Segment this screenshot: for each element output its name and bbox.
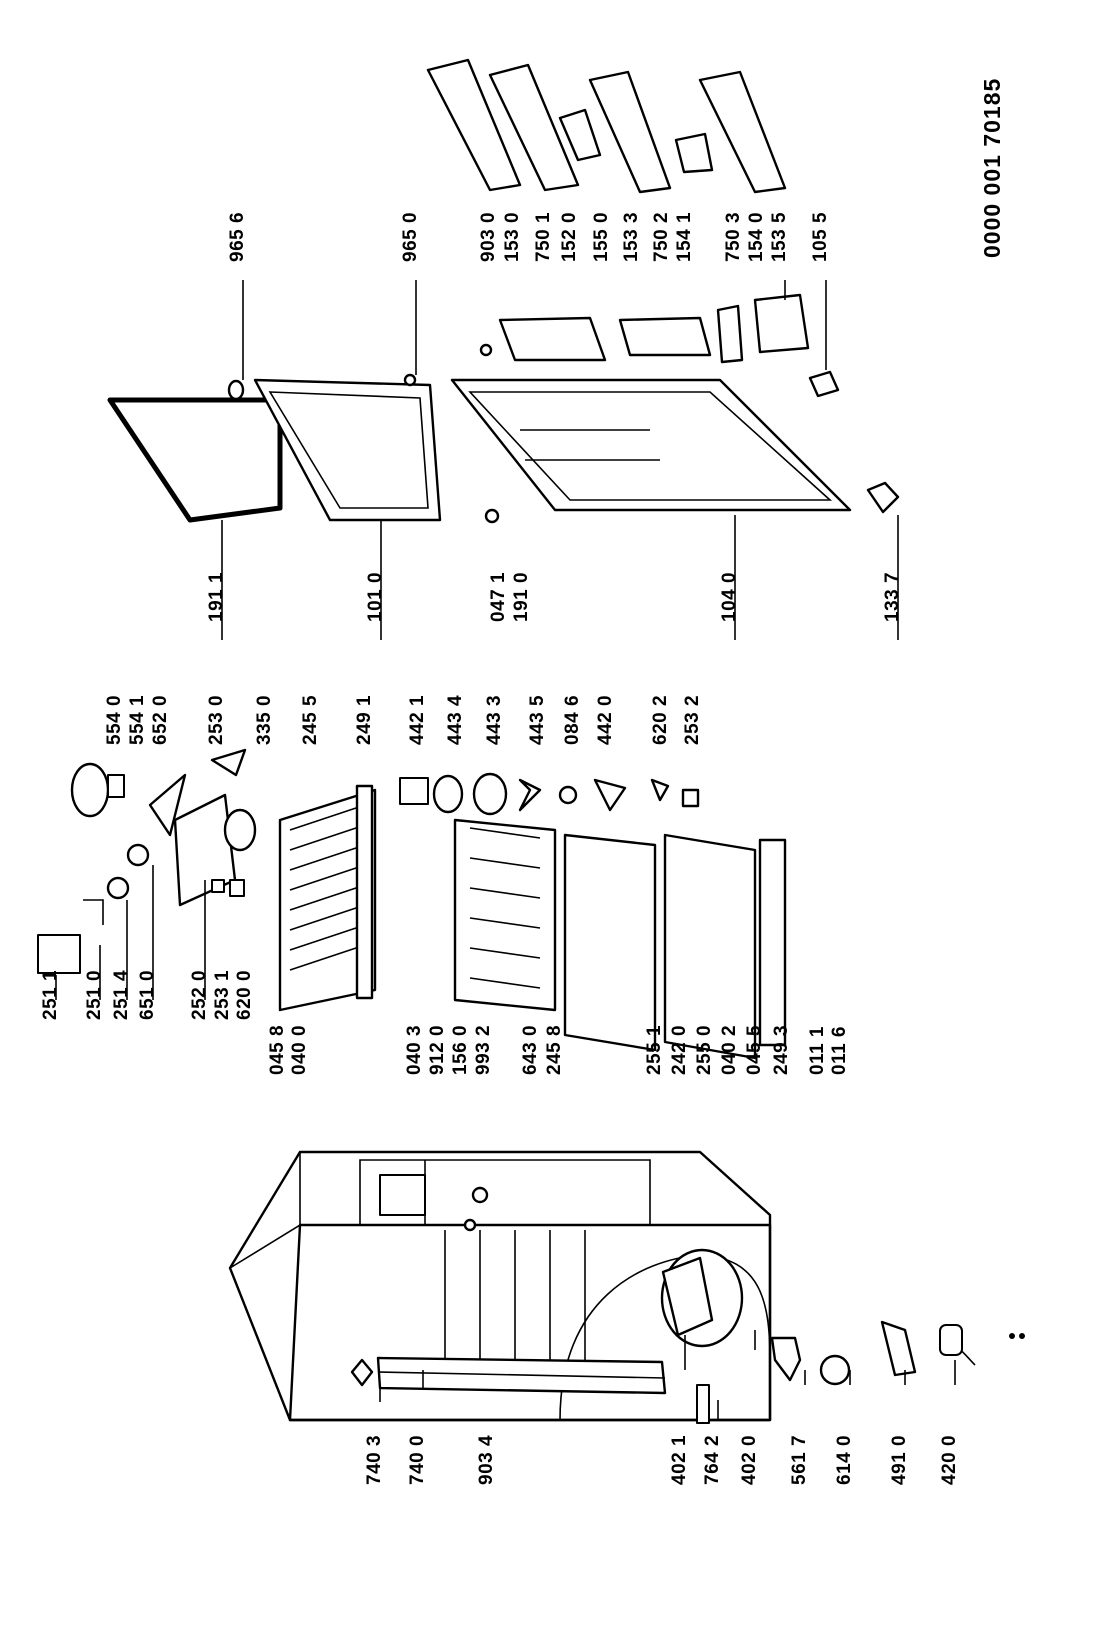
callout-label: 251 0 xyxy=(84,970,105,1020)
callout-label: 040 3 xyxy=(404,1025,425,1075)
callout-label: 443 4 xyxy=(445,695,466,745)
door-bins-drawing xyxy=(227,58,840,401)
callout-label: 643 0 xyxy=(520,1025,541,1075)
callout-label: 252 0 xyxy=(189,970,210,1020)
callout-label: 154 0 xyxy=(746,212,767,262)
callout-label: 965 6 xyxy=(227,212,248,262)
callout-label: 491 0 xyxy=(889,1435,910,1485)
callout-label: 554 1 xyxy=(127,695,148,745)
callout-label: 442 1 xyxy=(407,695,428,745)
callout-label: 912 0 xyxy=(427,1025,448,1075)
callout-label: 993 2 xyxy=(473,1025,494,1075)
document-code: 0000 001 70185 xyxy=(979,78,1005,258)
compressor-drawing xyxy=(660,1248,1025,1424)
callout-label: 750 3 xyxy=(723,212,744,262)
callout-label: 156 0 xyxy=(450,1025,471,1075)
callout-label: 750 2 xyxy=(651,212,672,262)
callout-label: 245 8 xyxy=(544,1025,565,1075)
callout-label: 620 2 xyxy=(650,695,671,745)
callout-label: 614 0 xyxy=(834,1435,855,1485)
callout-label: 155 0 xyxy=(591,212,612,262)
callout-label: 253 2 xyxy=(682,695,703,745)
callout-label: 554 0 xyxy=(104,695,125,745)
control-assembly-drawing xyxy=(37,748,257,974)
callout-label: 154 1 xyxy=(674,212,695,262)
callout-label: 253 0 xyxy=(206,695,227,745)
callout-label: 153 5 xyxy=(769,212,790,262)
callout-label: 133 7 xyxy=(882,572,903,622)
callout-label: 011 6 xyxy=(829,1026,850,1075)
callout-label: 255 1 xyxy=(644,1025,665,1075)
callout-label: 153 3 xyxy=(621,212,642,262)
callout-label: 040 2 xyxy=(719,1025,740,1075)
callout-label: 402 1 xyxy=(669,1435,690,1485)
callout-label: 153 0 xyxy=(502,212,523,262)
callout-label: 045 5 xyxy=(744,1025,765,1075)
callout-label: 561 7 xyxy=(789,1435,810,1485)
callout-label: 740 3 xyxy=(364,1435,385,1485)
callout-label: 652 0 xyxy=(150,695,171,745)
callout-label: 253 1 xyxy=(212,970,233,1020)
doors-drawing xyxy=(107,378,900,524)
callout-label: 443 3 xyxy=(484,695,505,745)
callout-label: 750 1 xyxy=(533,212,554,262)
callout-label: 442 0 xyxy=(595,695,616,745)
callout-label: 443 5 xyxy=(527,695,548,745)
callout-label: 903 4 xyxy=(476,1435,497,1485)
callout-label: 420 0 xyxy=(939,1435,960,1485)
callout-label: 251 1 xyxy=(40,970,61,1020)
callout-label: 249 3 xyxy=(771,1025,792,1075)
callout-label: 251 4 xyxy=(111,970,132,1020)
callout-label: 965 0 xyxy=(400,212,421,262)
callout-label: 191 1 xyxy=(206,572,227,622)
callout-label: 402 0 xyxy=(739,1435,760,1485)
callout-label: 245 5 xyxy=(300,695,321,745)
callout-label: 740 0 xyxy=(407,1435,428,1485)
callout-label: 335 0 xyxy=(254,695,275,745)
callout-label: 104 0 xyxy=(719,572,740,622)
callout-label: 255 0 xyxy=(694,1025,715,1075)
callout-label: 764 2 xyxy=(702,1435,723,1485)
callout-label: 105 5 xyxy=(810,212,831,262)
callout-label: 011 1 xyxy=(807,1026,828,1075)
callout-label: 101 0 xyxy=(365,572,386,622)
cabinet-body-drawing xyxy=(228,1150,772,1422)
leader-lines xyxy=(55,280,956,1420)
fan-assembly-drawing xyxy=(399,772,700,816)
callout-label: 040 0 xyxy=(289,1025,310,1075)
callout-label: 047 1 xyxy=(488,572,509,622)
callout-labels: 251 1 251 0 251 4 651 0 252 0 253 1 620 … xyxy=(40,212,960,1485)
condenser-grille-drawing xyxy=(350,1356,667,1395)
callout-label: 045 8 xyxy=(267,1025,288,1075)
callout-label: 903 0 xyxy=(478,212,499,262)
callout-label: 242 0 xyxy=(669,1025,690,1075)
shelves-drawing xyxy=(278,784,787,1060)
callout-label: 084 6 xyxy=(562,695,583,745)
callout-label: 651 0 xyxy=(137,970,158,1020)
callout-label: 620 0 xyxy=(234,970,255,1020)
callout-label: 191 0 xyxy=(511,572,532,622)
part-artwork xyxy=(37,58,1025,1424)
callout-label: 152 0 xyxy=(559,212,580,262)
callout-label: 249 1 xyxy=(354,695,375,745)
